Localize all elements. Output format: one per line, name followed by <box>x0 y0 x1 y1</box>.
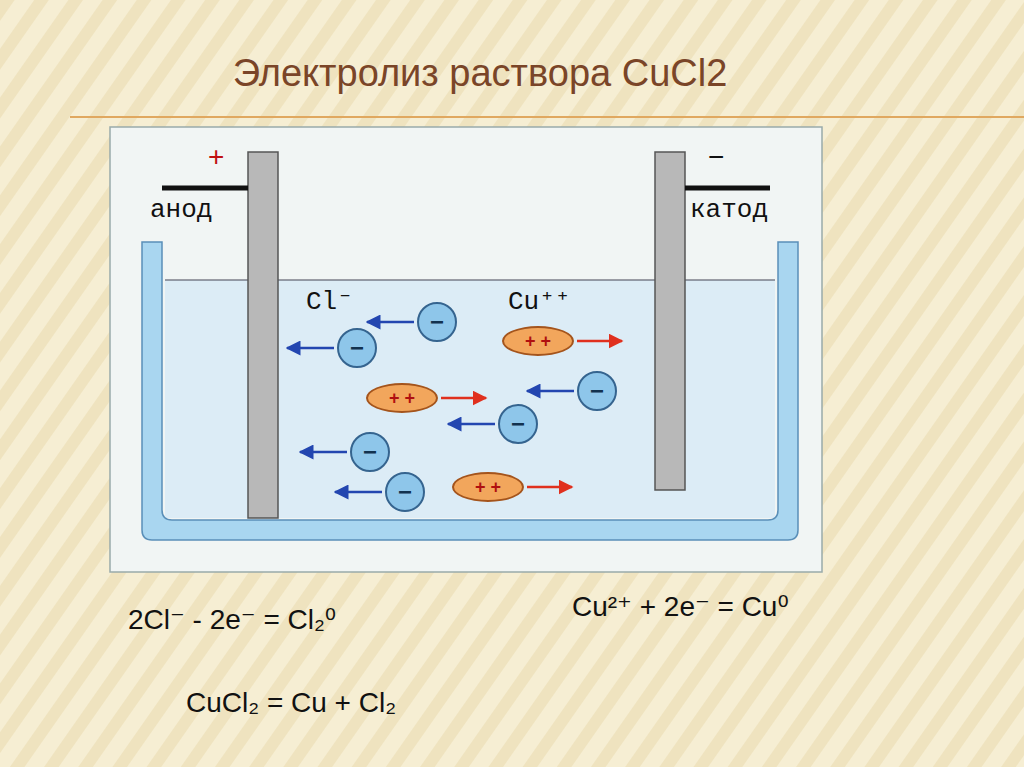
chloride-ion: − <box>498 404 538 444</box>
picture-panel <box>110 127 822 572</box>
cathode-equation: Cu²⁺ + 2e⁻ = Cu⁰ <box>572 592 789 623</box>
ion-charges: + + <box>525 332 551 350</box>
title-rule <box>70 116 1024 118</box>
cathode-label: катод <box>690 196 768 225</box>
ion-charge: − <box>398 480 412 504</box>
ion-charge: − <box>430 310 444 334</box>
ion-charge: − <box>350 336 364 360</box>
migration-arrow-anode <box>527 390 574 393</box>
slide-title: Электролиз раствора CuCl2 <box>0 52 960 95</box>
migration-arrow-anode <box>335 491 382 494</box>
ion-charges: + + <box>475 478 501 496</box>
chloride-ion: − <box>417 302 457 342</box>
cathode-electrode <box>655 152 685 490</box>
overall-equation: CuCl₂ = Cu + Cl₂ <box>186 688 396 719</box>
anode-equation: 2Cl⁻ - 2e⁻ = Cl₂⁰ <box>128 605 336 636</box>
anode-sign: + <box>208 142 224 173</box>
ion-name: Cl⁻ <box>306 288 353 317</box>
chloride-ion: − <box>385 472 425 512</box>
ion-name: Cu⁺⁺ <box>508 288 571 317</box>
ion-charge: − <box>363 440 377 464</box>
cathode-wire <box>685 186 770 191</box>
vessel <box>142 242 798 540</box>
cathode-sign: − <box>708 142 724 173</box>
ion-charges: + + <box>389 389 415 407</box>
copper-ion: + + <box>366 383 438 413</box>
anode-label: анод <box>150 196 212 225</box>
chloride-ion: − <box>337 328 377 368</box>
copper-ion: + + <box>452 472 524 502</box>
chloride-ion: − <box>577 371 617 411</box>
migration-arrow-anode <box>448 423 495 426</box>
chloride-ion: − <box>350 432 390 472</box>
migration-arrow-cathode <box>527 486 572 489</box>
ion-charge: − <box>511 412 525 436</box>
migration-arrow-anode <box>367 321 414 324</box>
copper-ion: + + <box>502 326 574 356</box>
ion-charge: − <box>590 379 604 403</box>
migration-arrow-cathode <box>577 340 622 343</box>
anode-wire <box>162 186 248 191</box>
migration-arrow-cathode <box>441 397 486 400</box>
migration-arrow-anode <box>300 451 347 454</box>
migration-arrow-anode <box>287 347 334 350</box>
anode-electrode <box>248 152 278 518</box>
